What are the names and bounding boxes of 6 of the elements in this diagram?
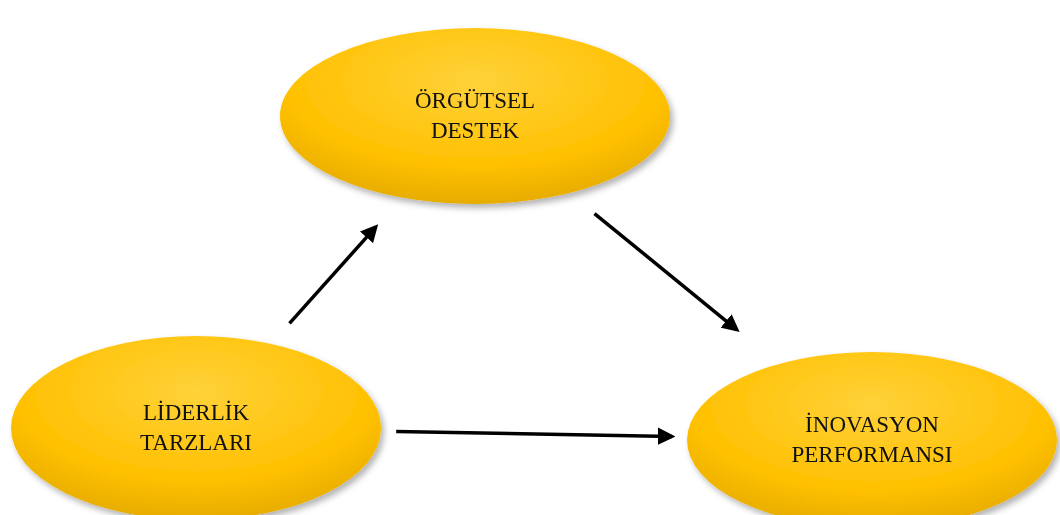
arrow — [288, 224, 379, 325]
arrow — [593, 212, 740, 332]
node-label: ÖRGÜTSEL DESTEK — [413, 87, 537, 145]
arrow — [396, 427, 676, 445]
node-label: İNOVASYON PERFORMANSI — [790, 411, 954, 469]
node-label: LİDERLİK TARZLARI — [139, 399, 253, 457]
